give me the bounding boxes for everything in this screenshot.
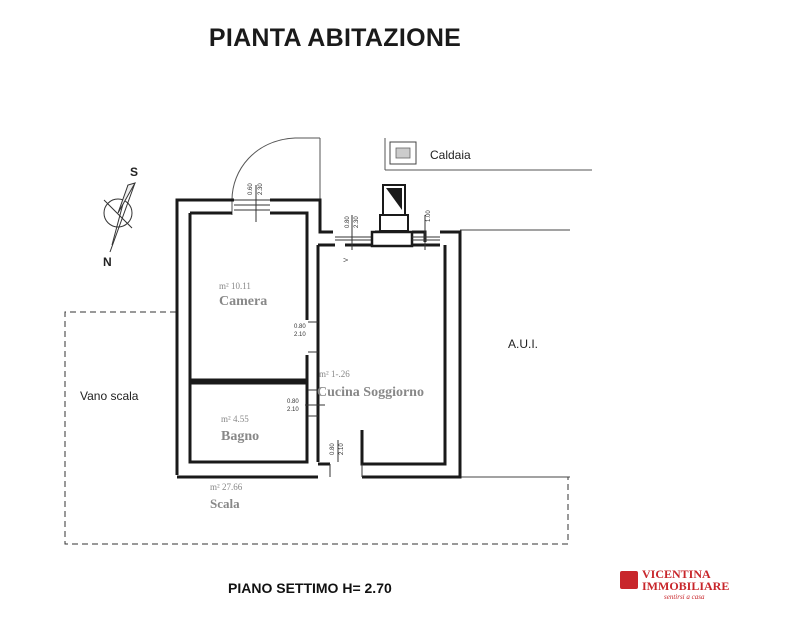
camera-area: m² 10.11 xyxy=(219,281,251,291)
corridor-window-dim-1: 0.80 xyxy=(345,216,351,228)
company-logo: VICENTINA IMMOBILIARE sentirsi a casa xyxy=(620,567,750,603)
entry-door-dim-1: 0.80 xyxy=(330,443,336,455)
terrace-lines xyxy=(231,137,592,225)
scala-area: m² 27.66 xyxy=(210,482,243,492)
bagno-door-dim-1: 0.80 xyxy=(287,399,299,405)
cucina-area: m² 1-.26 xyxy=(319,369,350,379)
corridor-window-dim-2: 2.30 xyxy=(354,216,360,228)
openings xyxy=(234,185,440,477)
aui-outline xyxy=(460,229,570,478)
flue-element xyxy=(379,184,409,232)
entry-door-dim-2: 2.10 xyxy=(339,443,345,455)
camera-window-dim-1: 0.60 xyxy=(248,183,254,195)
scala-name: Scala xyxy=(210,496,240,511)
floor-caption: PIANO SETTIMO H= 2.70 xyxy=(228,580,392,596)
wall-strokes xyxy=(175,198,462,479)
compass-north-label: N xyxy=(103,255,112,269)
stairwell-outline xyxy=(64,311,569,545)
aui-label: A.U.I. xyxy=(508,337,538,351)
camera-name: Camera xyxy=(219,294,267,309)
kitchen-window-dim: 1.00 xyxy=(426,210,432,222)
compass-south-label: S xyxy=(130,165,138,179)
caldaia-label: Caldaia xyxy=(430,148,471,162)
vano-scala-label: Vano scala xyxy=(80,389,139,403)
house-icon xyxy=(620,571,638,589)
logo-tagline: sentirsi a casa xyxy=(664,593,705,601)
compass xyxy=(103,182,137,253)
camera-door-dim-2: 2.10 xyxy=(294,332,306,338)
mid-mark: V xyxy=(344,258,350,262)
caldaia-box xyxy=(389,141,417,165)
cucina-name: Cucina Soggiorno xyxy=(317,385,424,400)
camera-door-dim-1: 0.80 xyxy=(294,324,306,330)
bagno-area: m² 4.55 xyxy=(221,414,249,424)
logo-line-1: VICENTINA xyxy=(642,567,711,581)
logo-line-2: IMMOBILIARE xyxy=(642,579,730,593)
bagno-door-dim-2: 2.10 xyxy=(287,407,299,413)
page-title: PIANTA ABITAZIONE xyxy=(208,24,462,52)
bagno-name: Bagno xyxy=(221,429,259,444)
camera-window-dim-2: 2.30 xyxy=(258,183,264,195)
